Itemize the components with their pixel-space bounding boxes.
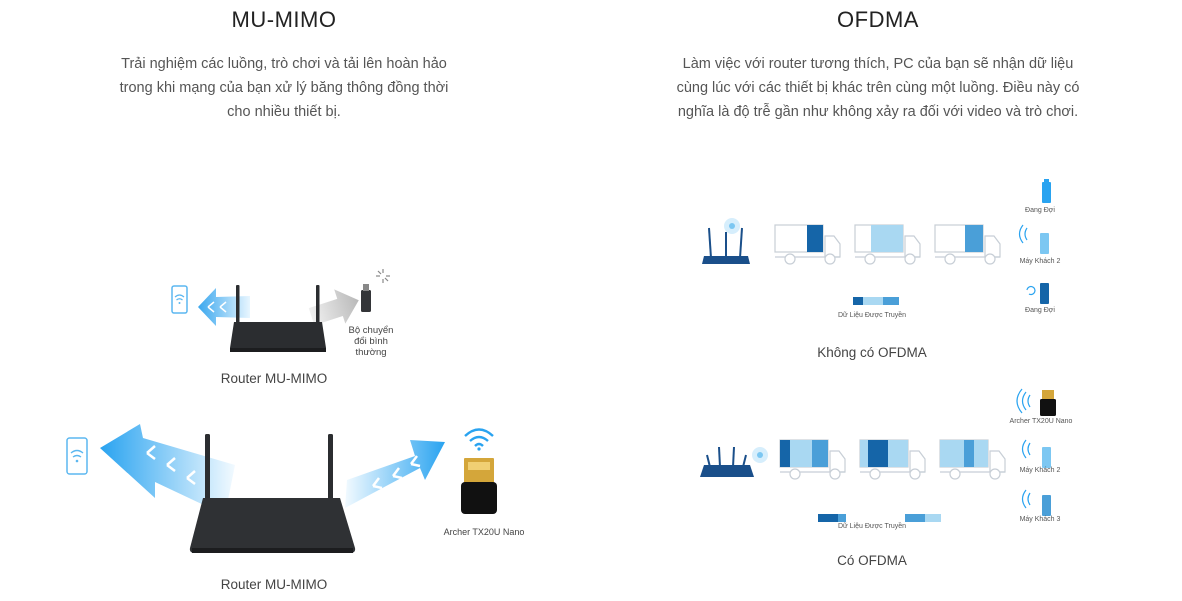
loading-icon (376, 269, 390, 283)
router-icon (230, 285, 326, 352)
archer-tx20u-nano-icon (461, 458, 497, 514)
router-icon (189, 434, 356, 553)
device-icon (1021, 489, 1051, 516)
device-icon (1018, 224, 1049, 254)
device-label-archer-nano: Archer TX20U Nano (1009, 418, 1073, 425)
device-label-waiting: Đang Đợi (1025, 207, 1055, 214)
truck-icon (859, 439, 926, 480)
truck-icon (774, 224, 841, 265)
mumimo-desc-line: trong khi mạng của bạn xử lý băng thông … (119, 80, 449, 96)
truck-icon (854, 224, 921, 265)
transmitted-data-bar (818, 514, 941, 522)
router-icon (702, 218, 750, 264)
phone-icon (171, 285, 188, 314)
without-ofdma-caption: Không có OFDMA (817, 345, 927, 360)
device-label-waiting: Đang Đợi (1025, 307, 1055, 314)
ofdma-desc-line: cùng lúc với các thiết bị khác trên cùng… (676, 80, 1080, 96)
archer-nano-label: Archer TX20U Nano (443, 527, 525, 537)
mumimo-bottom-caption: Router MU-MIMO (220, 577, 328, 592)
device-label-client-3: Máy Khách 3 (1019, 516, 1061, 523)
mumimo-small-diagram (171, 269, 390, 352)
truck-icon (934, 224, 1001, 265)
ofdma-title: OFDMA (837, 7, 919, 32)
device-icon (1042, 179, 1051, 203)
mumimo-desc-line: cho nhiều thiết bị. (227, 104, 341, 120)
ofdma-desc-line: Làm việc với router tương thích, PC của … (682, 56, 1074, 72)
device-icon (1021, 439, 1051, 468)
regular-adapter-label: Bộ chuyển đổi bình thường (342, 325, 400, 358)
without-ofdma-diagram (702, 179, 1051, 305)
adapter-label-line: đổi bình (354, 336, 388, 347)
mumimo-description: Trải nghiệm các luồng, trò chơi và tải l… (74, 52, 494, 124)
wifi-icon (464, 428, 494, 451)
mumimo-large-diagram (66, 424, 497, 553)
signal-arrow-left (100, 424, 235, 515)
transmitted-data-label: Dữ Liệu Được Truyền (837, 312, 907, 319)
device-label-client-2: Máy Khách 2 (1019, 467, 1061, 474)
archer-tx20u-nano-icon (1016, 388, 1056, 416)
ofdma-description: Làm việc với router tương thích, PC của … (628, 52, 1128, 124)
device-icon (1026, 283, 1049, 304)
adapter-label-line: thường (355, 347, 387, 358)
truck-icon (939, 439, 1006, 480)
router-icon (700, 446, 768, 477)
adapter-label-line: Bộ chuyển (348, 325, 394, 336)
signal-arrow-left (198, 288, 250, 326)
transmitted-data-bar (853, 297, 899, 305)
usb-adapter-icon (361, 284, 371, 312)
truck-icon (779, 439, 846, 480)
transmitted-data-label: Dữ Liệu Được Truyền (837, 523, 907, 530)
with-ofdma-caption: Có OFDMA (837, 553, 907, 568)
ofdma-desc-line: nghĩa là độ trễ gần như không xảy ra đối… (677, 104, 1079, 120)
mumimo-title: MU-MIMO (231, 7, 337, 32)
phone-icon (66, 437, 88, 475)
mumimo-top-caption: Router MU-MIMO (220, 371, 328, 386)
mumimo-desc-line: Trải nghiệm các luồng, trò chơi và tải l… (121, 56, 447, 72)
with-ofdma-diagram (700, 388, 1056, 522)
device-label-client-2: Máy Khách 2 (1019, 258, 1061, 265)
signal-arrow-right (308, 289, 359, 326)
